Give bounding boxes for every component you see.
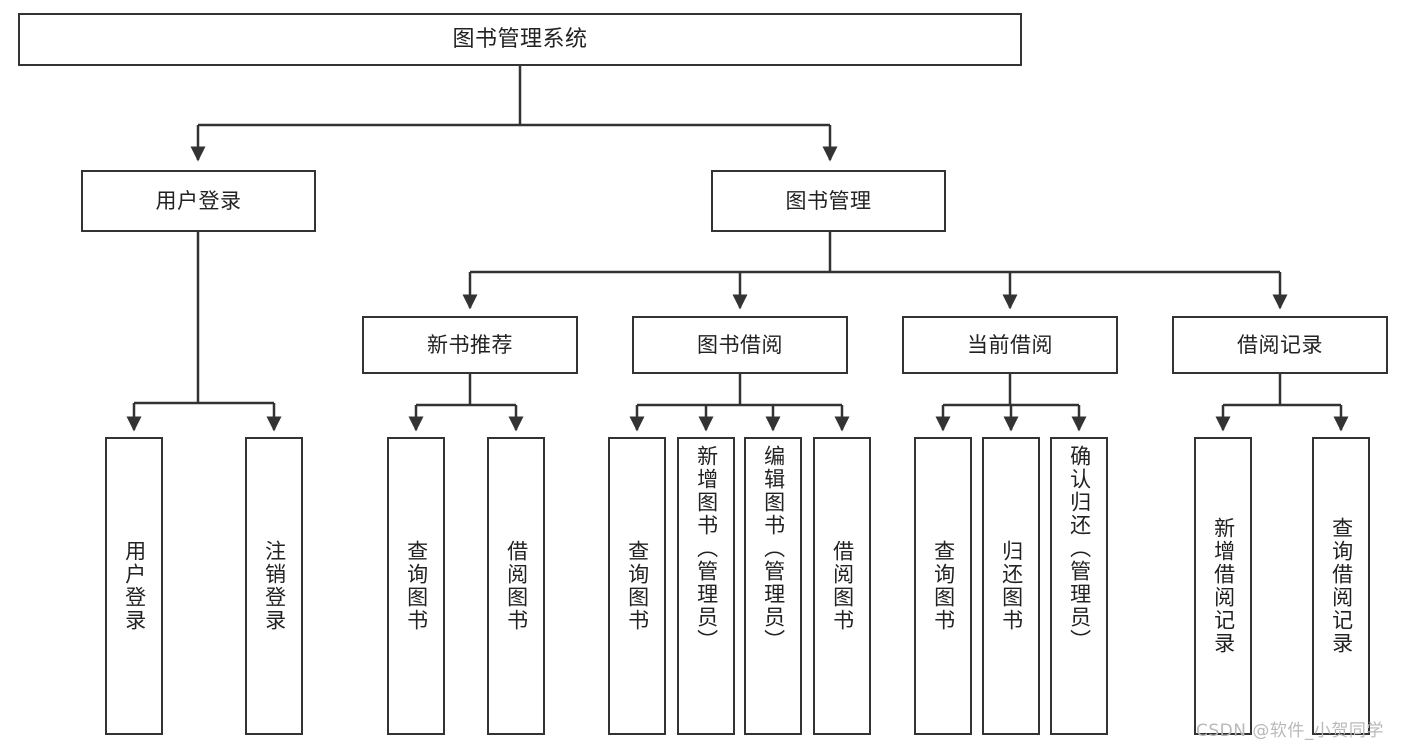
leaf-edit-book-admin[interactable]: 编辑图书（管理员） (744, 437, 802, 735)
leaf-label: 确认归还（管理员） (1067, 445, 1092, 652)
node-label: 新书推荐 (427, 332, 513, 357)
leaf-label: 查询图书 (404, 540, 429, 632)
leaf-return-book[interactable]: 归还图书 (982, 437, 1040, 735)
leaf-label: 查询图书 (625, 540, 650, 632)
leaf-confirm-return-admin[interactable]: 确认归还（管理员） (1050, 437, 1108, 735)
leaf-borrow-book-2[interactable]: 借阅图书 (813, 437, 871, 735)
leaf-label: 新增借阅记录 (1211, 517, 1236, 655)
leaf-add-borrow-record[interactable]: 新增借阅记录 (1194, 437, 1252, 735)
node-label: 图书管理 (785, 188, 872, 213)
node-user-login[interactable]: 用户登录 (81, 170, 316, 232)
leaf-label: 借阅图书 (830, 540, 855, 632)
node-root-system[interactable]: 图书管理系统 (18, 13, 1022, 66)
node-label: 借阅记录 (1237, 332, 1323, 357)
leaf-query-book-1[interactable]: 查询图书 (387, 437, 445, 735)
leaf-label: 编辑图书（管理员） (761, 445, 786, 652)
node-label: 图书借阅 (697, 332, 783, 357)
node-current-borrow[interactable]: 当前借阅 (902, 316, 1118, 374)
leaf-label: 查询图书 (931, 540, 956, 632)
leaf-query-book-2[interactable]: 查询图书 (608, 437, 666, 735)
leaf-label: 借阅图书 (504, 540, 529, 632)
csdn-watermark: CSDN @软件_小贺同学 (1196, 721, 1384, 741)
leaf-label: 注销登录 (262, 540, 287, 632)
node-new-book-recommend[interactable]: 新书推荐 (362, 316, 578, 374)
node-borrow-record[interactable]: 借阅记录 (1172, 316, 1388, 374)
node-label: 图书管理系统 (452, 26, 588, 52)
node-label: 当前借阅 (967, 332, 1053, 357)
leaf-logout-login[interactable]: 注销登录 (245, 437, 303, 735)
leaf-label: 归还图书 (999, 540, 1024, 632)
node-book-borrow[interactable]: 图书借阅 (632, 316, 848, 374)
leaf-label: 查询借阅记录 (1329, 517, 1354, 655)
leaf-label: 新增图书（管理员） (694, 445, 719, 652)
node-label: 用户登录 (155, 188, 242, 213)
leaf-borrow-book-1[interactable]: 借阅图书 (487, 437, 545, 735)
leaf-user-login[interactable]: 用户登录 (105, 437, 163, 735)
leaf-query-borrow-record[interactable]: 查询借阅记录 (1312, 437, 1370, 735)
leaf-add-book-admin[interactable]: 新增图书（管理员） (677, 437, 735, 735)
node-book-manage[interactable]: 图书管理 (711, 170, 946, 232)
leaf-label: 用户登录 (122, 540, 147, 632)
leaf-query-book-3[interactable]: 查询图书 (914, 437, 972, 735)
